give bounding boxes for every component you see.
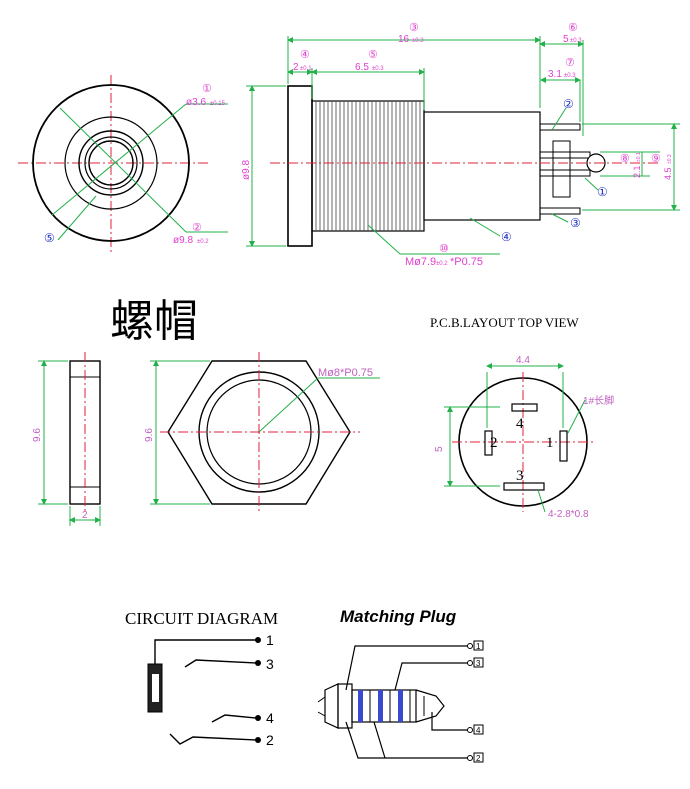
thread-tol: ±0.2 (436, 261, 448, 267)
long-pin-note: 1#长脚 (583, 394, 614, 407)
plug-terminal-4: 4 (476, 726, 481, 735)
callout-8: ⑧ (620, 153, 630, 165)
callout-7: ⑦ (565, 57, 575, 69)
dim-pin-height: 2.1 (632, 165, 642, 178)
circuit-title: CIRCUIT DIAGRAM (125, 609, 278, 628)
pin-label-1: ① (597, 185, 608, 199)
dim-thread-length: 6.5 (355, 62, 369, 73)
dim-body-tol: ±0.3 (570, 38, 582, 44)
pcb-height: 5 (434, 446, 445, 452)
pin-label-3: ③ (570, 216, 581, 230)
thread-spec: Mø7.9 (405, 256, 436, 268)
dim-inner-diameter: ø3.6 (186, 97, 206, 108)
dim-total-length: 16 (398, 34, 410, 45)
plug-terminal-1: 1 (476, 642, 481, 651)
callout-9: ⑨ (651, 153, 661, 165)
dim-pin-length: 3.1 (548, 69, 562, 80)
dim-flange-length: 2 (293, 62, 299, 73)
plug-title: Matching Plug (340, 607, 457, 626)
callout-5: ⑤ (44, 231, 55, 245)
pad-label-4: 4 (516, 416, 524, 432)
nut-width: 2 (82, 510, 88, 521)
pcb-title: P.C.B.LAYOUT TOP VIEW (430, 315, 579, 330)
circuit-terminal-3: 3 (266, 656, 274, 672)
callout-5-side: ⑤ (368, 49, 378, 61)
callout-10: ⑩ (439, 243, 449, 255)
dim-flange-tol: ±0.1 (300, 66, 312, 72)
callout-3: ③ (409, 22, 419, 34)
dim-pin-span-tol: ±0.3 (667, 154, 673, 164)
front-view: ① ø3.6 ±0.15 ② ø9.8 ±0.2 ⑤ (18, 75, 228, 252)
circuit-diagram: CIRCUIT DIAGRAM 1 3 4 2 (125, 609, 278, 748)
nut-title: 螺帽 (110, 296, 198, 347)
dim-total-tol: ±0.3 (412, 38, 424, 44)
dim-thread-tol: ±0.3 (372, 66, 384, 72)
side-view: /* hatching lines drawn below by script … (241, 22, 680, 268)
plug-terminal-2: 2 (476, 754, 481, 763)
dim-body-length: 5 (563, 34, 569, 45)
pad-label-2: 2 (490, 435, 498, 451)
nut-thread-spec: Mø8*P0.75 (318, 367, 373, 379)
thread-pitch: *P0.75 (450, 256, 483, 268)
matching-plug: Matching Plug 1 3 4 2 (317, 607, 484, 763)
pad-label-3: 3 (516, 468, 524, 484)
dim-pin-tol: ±0.3 (564, 73, 576, 79)
dim-inner-tolerance: ±0.15 (210, 101, 226, 107)
callout-4: ④ (300, 49, 310, 61)
dim-outer-diameter: ø9.8 (173, 235, 193, 246)
dim-outer-tolerance: ±0.2 (197, 239, 209, 245)
dim-height: ø9.8 (241, 160, 252, 180)
nut-section: 螺帽 9.6 2 9.6 Mø8*P0.75 (32, 296, 380, 526)
pcb-layout: P.C.B.LAYOUT TOP VIEW 4.4 5 4 2 1 3 1#长脚… (430, 315, 614, 520)
circuit-terminal-1: 1 (266, 632, 274, 648)
pad-label-1: 1 (546, 435, 554, 451)
thread-hatching: /* hatching lines drawn below by script … (315, 101, 421, 231)
pcb-width: 4.4 (516, 355, 530, 366)
callout-1: ① (202, 83, 212, 95)
plug-terminal-3: 3 (476, 659, 481, 668)
dim-pin-height-tol: ±0.1 (636, 152, 642, 162)
dim-pin-span: 4.5 (663, 167, 673, 180)
callout-6: ⑥ (568, 22, 578, 34)
circuit-terminal-4: 4 (266, 710, 274, 726)
pin-label-4: ④ (501, 230, 512, 244)
circuit-terminal-2: 2 (266, 732, 274, 748)
pin-label-2: ② (563, 97, 574, 111)
nut-side-height: 9.6 (32, 428, 43, 442)
callout-2: ② (192, 222, 202, 234)
pad-size: 4-2.8*0.8 (548, 509, 589, 520)
nut-hex-height: 9.6 (144, 428, 155, 442)
